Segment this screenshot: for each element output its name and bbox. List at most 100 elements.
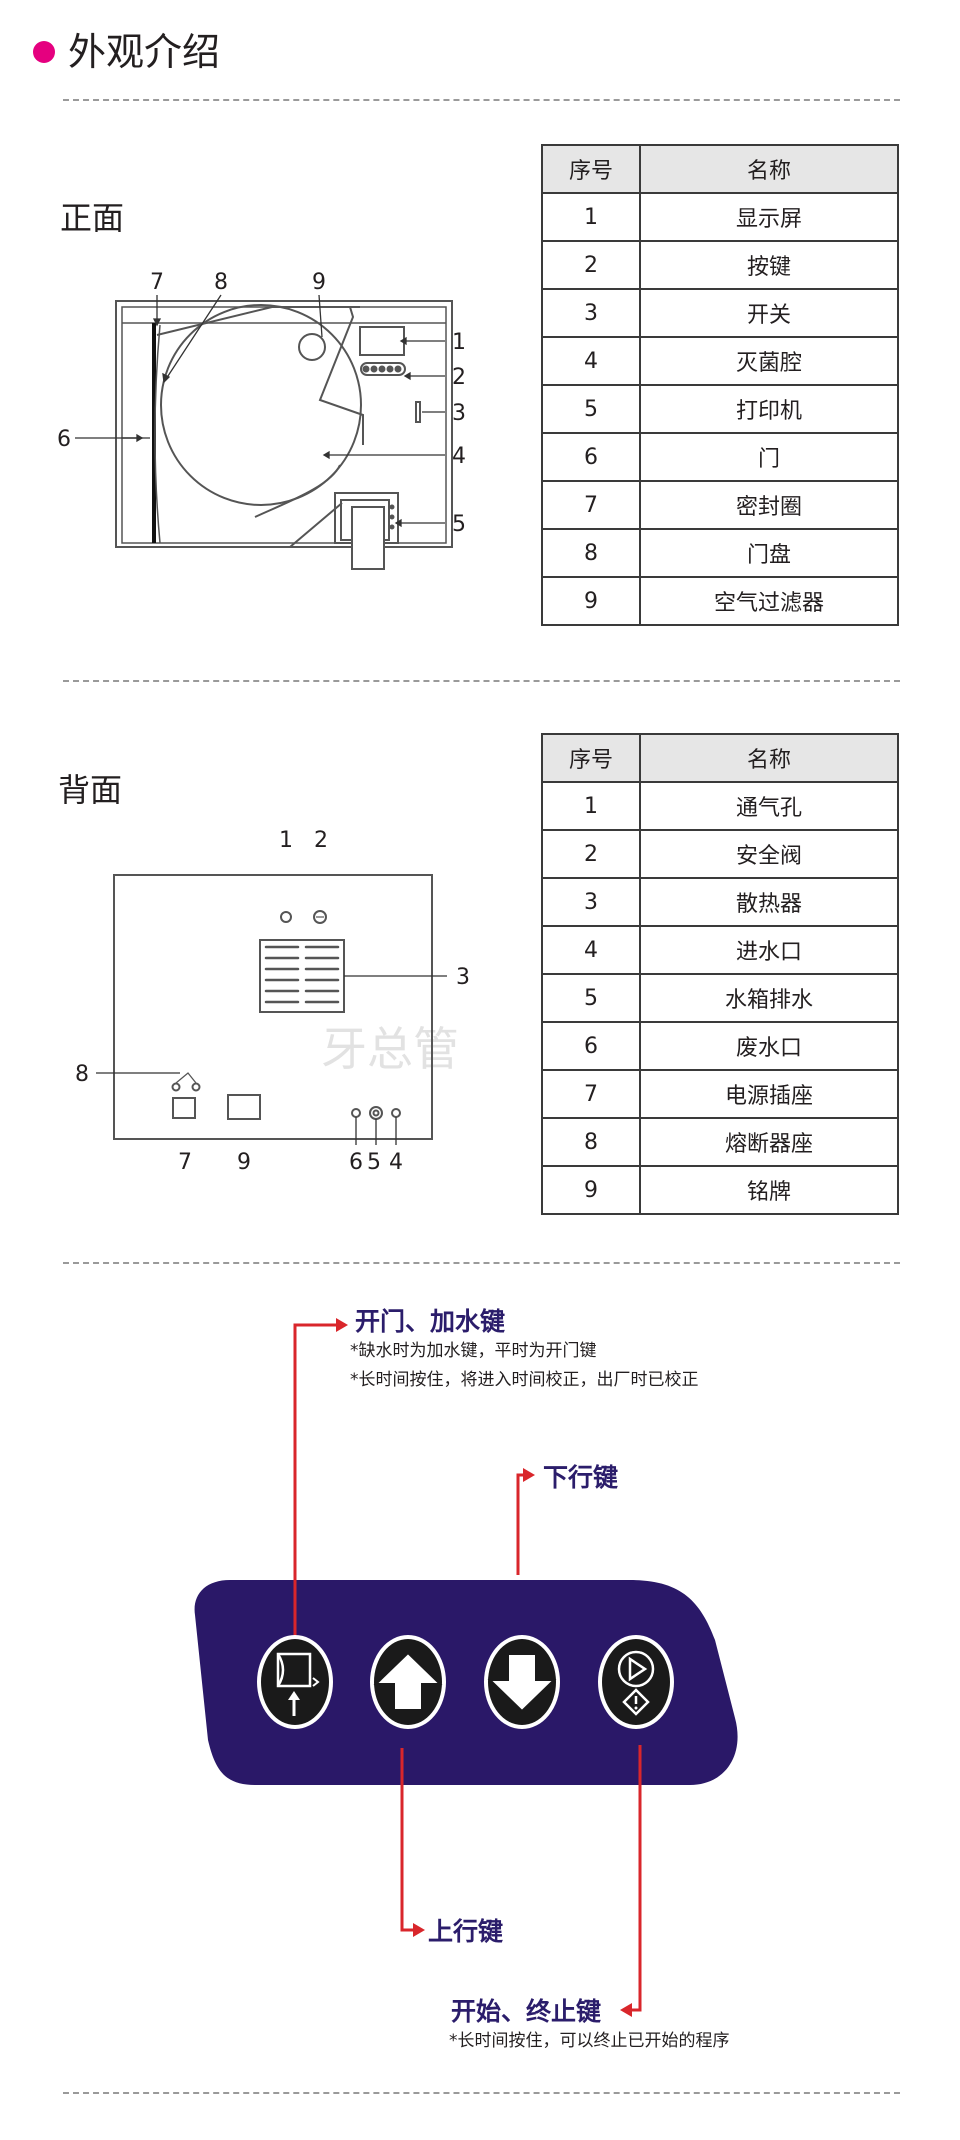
- column-header: 名称: [639, 733, 899, 783]
- callout-8: 8: [75, 1062, 89, 1087]
- table-cell: 4: [541, 925, 641, 975]
- table-cell: 进水口: [639, 925, 899, 975]
- down-key-button: [484, 1635, 560, 1729]
- water-inlet: [391, 1108, 401, 1118]
- callout-3: 3: [452, 401, 466, 426]
- nameplate-rect: [227, 1094, 261, 1120]
- table-cell: 2: [541, 829, 641, 879]
- front-section-title: 正面: [60, 199, 125, 237]
- column-header: 序号: [541, 144, 641, 194]
- callout-9: 9: [237, 1150, 251, 1175]
- callout-8: 8: [214, 270, 228, 295]
- table-cell: 电源插座: [639, 1069, 899, 1119]
- power-socket: [172, 1097, 196, 1119]
- callout-2: 2: [452, 365, 466, 390]
- table-cell: 熔断器座: [639, 1117, 899, 1167]
- watermark-text: 牙总管: [321, 1022, 459, 1076]
- table-cell: 8: [541, 528, 641, 578]
- table-cell: 7: [541, 1069, 641, 1119]
- column-header: 序号: [541, 733, 641, 783]
- table-cell: 散热器: [639, 877, 899, 927]
- table-cell: 开关: [639, 288, 899, 338]
- callout-4: 4: [389, 1150, 403, 1175]
- door-key-note-2: *长时间按住，将进入时间校正，出厂时已校正: [350, 1370, 699, 1390]
- table-cell: 9: [541, 576, 641, 626]
- title-bullet-icon: [33, 41, 55, 63]
- table-cell: 安全阀: [639, 829, 899, 879]
- callout-5: 5: [452, 512, 466, 537]
- device-body-outline: [115, 300, 453, 548]
- callout-3: 3: [456, 965, 470, 990]
- callout-5: 5: [367, 1150, 381, 1175]
- page-title: 外观介绍: [68, 30, 221, 74]
- divider: [63, 99, 900, 101]
- table-cell: 废水口: [639, 1021, 899, 1071]
- table-cell: 5: [541, 973, 641, 1023]
- start-key-arrow: [630, 1745, 642, 2012]
- table-cell: 6: [541, 1021, 641, 1071]
- divider: [63, 1262, 900, 1264]
- table-cell: 通气孔: [639, 781, 899, 831]
- back-section-title: 背面: [58, 771, 123, 809]
- door-key-arrow: [293, 1323, 338, 1680]
- table-cell: 2: [541, 240, 641, 290]
- table-cell: 5: [541, 384, 641, 434]
- start-key-button: [598, 1635, 674, 1729]
- callout-2: 2: [314, 828, 328, 853]
- down-key-arrow: [516, 1473, 525, 1575]
- callout-4: 4: [452, 444, 466, 469]
- door-key-button: [257, 1635, 333, 1729]
- front-diagram: 7 8 9 1 2 3 4 5 6: [57, 270, 466, 570]
- table-cell: 铭牌: [639, 1165, 899, 1215]
- table-cell: 按键: [639, 240, 899, 290]
- table-cell: 门盘: [639, 528, 899, 578]
- table-cell: 密封圈: [639, 480, 899, 530]
- callout-1: 1: [279, 828, 293, 853]
- safety-valve: [313, 910, 327, 924]
- callout-6: 6: [349, 1150, 363, 1175]
- table-cell: 显示屏: [639, 192, 899, 242]
- up-key-button: [370, 1635, 446, 1729]
- table-cell: 灭菌腔: [639, 336, 899, 386]
- column-header: 名称: [639, 144, 899, 194]
- back-diagram: 牙总管 1 2 3 8 7 9 6 5 4: [75, 828, 470, 1175]
- up-key-label: 上行键: [428, 1917, 504, 1946]
- table-cell: 1: [541, 192, 641, 242]
- table-cell: 6: [541, 432, 641, 482]
- table-cell: 4: [541, 336, 641, 386]
- table-cell: 3: [541, 877, 641, 927]
- air-filter-circle: [298, 333, 326, 361]
- printer-paper: [351, 506, 385, 570]
- start-key-label: 开始、终止键: [451, 1997, 602, 2026]
- table-cell: 7: [541, 480, 641, 530]
- callout-7: 7: [150, 270, 164, 295]
- keys-rect: [360, 362, 406, 376]
- start-key-note: *长时间按住，可以终止已开始的程序: [449, 2031, 730, 2051]
- callout-9: 9: [312, 270, 326, 295]
- table-cell: 8: [541, 1117, 641, 1167]
- keypad-diagram: [194, 1318, 738, 2017]
- callout-1: 1: [452, 330, 466, 355]
- table-cell: 3: [541, 288, 641, 338]
- table-cell: 打印机: [639, 384, 899, 434]
- callout-7: 7: [178, 1150, 192, 1175]
- table-header-row: 序号 名称: [541, 144, 899, 194]
- vent-hole: [280, 911, 292, 923]
